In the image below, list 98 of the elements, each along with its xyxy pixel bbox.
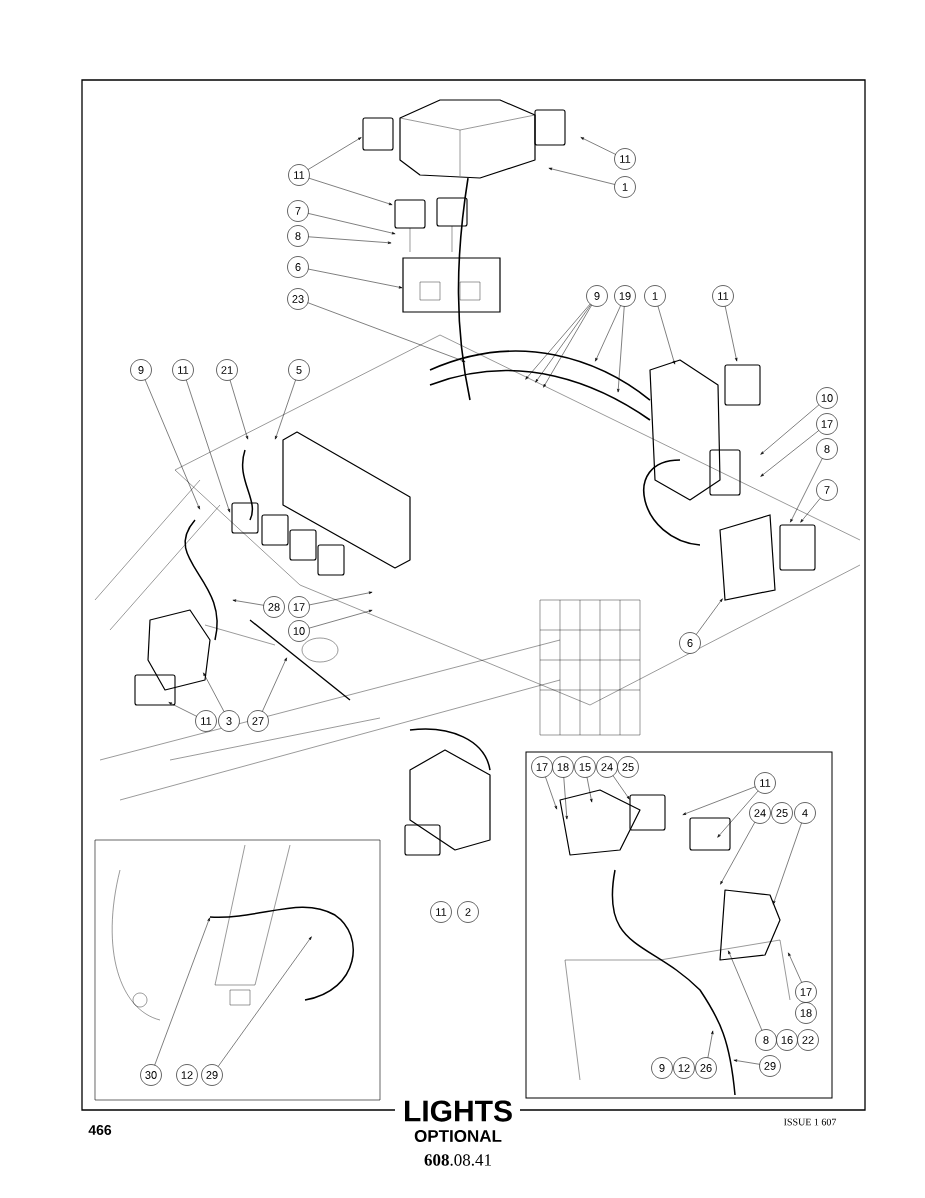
callout-number: 7 bbox=[816, 479, 838, 501]
callout-number: 18 bbox=[795, 1002, 817, 1024]
callout-number: 18 bbox=[552, 756, 574, 778]
callout-number: 8 bbox=[287, 225, 309, 247]
callout-number: 22 bbox=[797, 1029, 819, 1051]
callout-number: 9 bbox=[651, 1057, 673, 1079]
callout-number: 11 bbox=[614, 148, 636, 170]
leader-line bbox=[657, 305, 676, 365]
callout-number: 16 bbox=[776, 1029, 798, 1051]
callout-number: 23 bbox=[287, 288, 309, 310]
callout-number: 10 bbox=[288, 620, 310, 642]
callout-number: 11 bbox=[288, 164, 310, 186]
leader-line bbox=[203, 672, 225, 712]
leader-line bbox=[790, 458, 823, 523]
callout-number: 29 bbox=[201, 1064, 223, 1086]
callout-number: 29 bbox=[759, 1055, 781, 1077]
leader-line bbox=[760, 430, 819, 477]
leader-line bbox=[586, 777, 593, 803]
leader-line bbox=[308, 177, 393, 205]
callout-number: 24 bbox=[596, 756, 618, 778]
leader-line bbox=[800, 497, 821, 523]
leader-line bbox=[720, 821, 756, 885]
leader-line bbox=[308, 268, 403, 289]
callout-number: 27 bbox=[247, 710, 269, 732]
leader-line bbox=[186, 379, 230, 513]
callout-number: 17 bbox=[531, 756, 553, 778]
callout-number: 26 bbox=[695, 1057, 717, 1079]
leader-line bbox=[612, 775, 630, 800]
callout-number: 6 bbox=[287, 256, 309, 278]
callout-number: 12 bbox=[673, 1057, 695, 1079]
callout-number: 25 bbox=[617, 756, 639, 778]
section-number: 608.08.41 bbox=[424, 1154, 491, 1166]
leader-line bbox=[307, 213, 396, 235]
callout-number: 11 bbox=[195, 710, 217, 732]
leader-line bbox=[308, 609, 373, 629]
callout-number: 6 bbox=[679, 632, 701, 654]
leader-line bbox=[144, 379, 200, 510]
callout-number: 11 bbox=[172, 359, 194, 381]
callout-number: 21 bbox=[216, 359, 238, 381]
leader-line bbox=[535, 304, 592, 383]
issue-note: ISSUE 1 607 bbox=[783, 1118, 837, 1126]
leader-line bbox=[308, 236, 392, 244]
callout-number: 17 bbox=[288, 596, 310, 618]
leader-line bbox=[760, 404, 820, 455]
leader-line bbox=[595, 305, 621, 362]
leader-line bbox=[724, 306, 738, 362]
callout-number: 11 bbox=[430, 901, 452, 923]
callout-number: 28 bbox=[263, 596, 285, 618]
callout-number: 15 bbox=[574, 756, 596, 778]
title: LIGHTS bbox=[399, 1097, 517, 1125]
callout-number: 1 bbox=[644, 285, 666, 307]
leader-line bbox=[262, 657, 287, 712]
leader-line bbox=[543, 304, 592, 388]
callout-number: 8 bbox=[755, 1029, 777, 1051]
callout-number: 12 bbox=[176, 1064, 198, 1086]
leader-line bbox=[695, 598, 723, 635]
leader-line bbox=[733, 1059, 760, 1065]
leader-line bbox=[217, 936, 312, 1067]
leader-line bbox=[548, 167, 616, 185]
leader-line bbox=[617, 306, 625, 393]
callout-number: 4 bbox=[794, 802, 816, 824]
callout-number: 1 bbox=[614, 176, 636, 198]
leader-line bbox=[707, 1030, 714, 1058]
callout-number: 9 bbox=[586, 285, 608, 307]
callout-number: 2 bbox=[457, 901, 479, 923]
callout-number: 25 bbox=[771, 802, 793, 824]
leader-line bbox=[232, 599, 264, 606]
callout-number: 3 bbox=[218, 710, 240, 732]
leader-line bbox=[728, 950, 763, 1031]
leader-line bbox=[525, 303, 591, 380]
leader-line bbox=[275, 379, 296, 440]
callout-number: 17 bbox=[816, 413, 838, 435]
leader-line bbox=[168, 702, 197, 717]
leader-line bbox=[307, 302, 466, 362]
callout-number: 5 bbox=[288, 359, 310, 381]
callout-number: 30 bbox=[140, 1064, 162, 1086]
callout-number: 7 bbox=[287, 200, 309, 222]
leader-line bbox=[309, 591, 373, 606]
leader-line bbox=[682, 786, 756, 815]
callout-number: 19 bbox=[614, 285, 636, 307]
leader-line bbox=[788, 952, 802, 983]
callout-number: 11 bbox=[712, 285, 734, 307]
leader-line bbox=[580, 137, 616, 155]
callout-number: 24 bbox=[749, 802, 771, 824]
leader-line bbox=[717, 790, 759, 838]
leader-line bbox=[307, 137, 362, 170]
callout-number: 17 bbox=[795, 981, 817, 1003]
leader-line bbox=[229, 379, 248, 440]
page-number: 466 bbox=[88, 1125, 112, 1135]
callout-number: 8 bbox=[816, 438, 838, 460]
callout-number: 9 bbox=[130, 359, 152, 381]
subtitle: OPTIONAL bbox=[414, 1130, 502, 1143]
callout-number: 10 bbox=[816, 387, 838, 409]
leader-line bbox=[563, 777, 568, 820]
callout-number: 11 bbox=[754, 772, 776, 794]
leader-line bbox=[773, 822, 802, 905]
leader-line bbox=[545, 776, 557, 810]
leader-line bbox=[154, 917, 210, 1066]
